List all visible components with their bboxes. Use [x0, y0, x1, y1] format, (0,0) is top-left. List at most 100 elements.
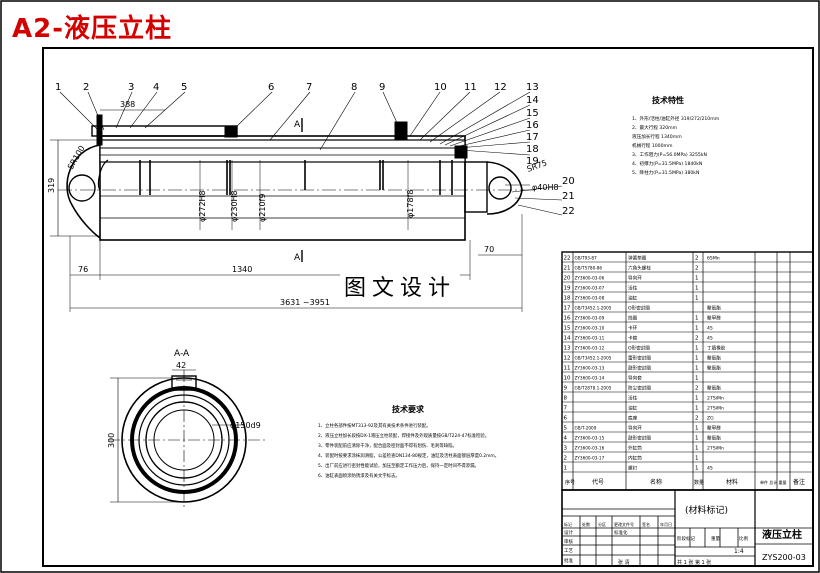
bom-cell: 10 — [564, 376, 571, 382]
bom-cell: 聚氨酯 — [707, 385, 721, 392]
dim-phi150: φ150d9 — [230, 421, 261, 430]
balloon-15: 15 — [526, 108, 539, 119]
bom-header-no: 序号 — [565, 479, 575, 486]
bom-cell: 油缸 — [628, 295, 638, 302]
bom-cell: O形密封圈 — [628, 305, 650, 312]
bom-header-name: 名称 — [650, 478, 662, 486]
bom-cell: 1 — [695, 356, 699, 362]
bom-cell: ZY3600-03-09 — [575, 316, 605, 321]
bom-cell: 27SiMn — [707, 406, 724, 412]
bom-cell: 聚甲醛 — [707, 315, 721, 322]
bom-cell: 1 — [695, 346, 699, 352]
tb-row-label: 处数 — [582, 521, 590, 527]
bom-cell: 3 — [564, 446, 568, 452]
dim-phi230: φ230H8 — [230, 190, 239, 222]
bom-cell: 1 — [695, 366, 699, 372]
tb-role: 批准 — [564, 557, 573, 564]
bom-header-code: 代号 — [592, 478, 604, 486]
bom-cell: GB/T2878.1-2005 — [575, 386, 612, 391]
bom-cell: 2 — [564, 456, 568, 462]
bom-cell: 1 — [695, 436, 699, 442]
bom-cell: 27SiMn — [707, 446, 724, 452]
weight-label: 重量 — [711, 535, 720, 542]
bom-cell: 6 — [564, 416, 568, 422]
tech-req-line: 5、出厂前应进行密封性能试验，加压至额定工作压力后，保持一定时间不得渗漏。 — [318, 462, 479, 469]
tb-role: 工艺 — [564, 548, 573, 554]
dim-1340: 1340 — [232, 265, 252, 274]
balloon-18: 18 — [526, 144, 539, 155]
balloon-11: 11 — [464, 82, 477, 93]
tb-role: 审核 — [564, 538, 573, 545]
balloon-17: 17 — [526, 132, 539, 143]
bom-cell: ZY3600-03-12 — [575, 346, 605, 351]
bom-cell: 13 — [564, 346, 571, 352]
balloon-1: 1 — [55, 82, 61, 93]
tech-req-line: 6、油缸表面喷涂防锈漆及有关文字标志。 — [318, 472, 400, 479]
dim-total: 3631 ~3951 — [280, 298, 330, 307]
bom-cell: 1 — [695, 276, 699, 282]
bom-cell: ZY3600-03-17 — [575, 456, 605, 461]
bom-cell: 21 — [564, 266, 571, 272]
dim-phi210: φ210f9 — [258, 194, 267, 222]
tb-row-label: 更改文件号 — [614, 521, 634, 527]
balloon-22: 22 — [562, 206, 575, 217]
balloon-21: 21 — [562, 191, 575, 202]
tb-row-label: 标记 — [564, 521, 572, 527]
balloon-9: 9 — [379, 82, 385, 93]
bom-cell: 导向套 — [628, 375, 642, 382]
bom-cell: GB/T3452.1-2005 — [575, 356, 612, 361]
bom-header-weight: 单件 总计 重量 — [760, 479, 787, 485]
bom-header-note: 备注 — [793, 478, 805, 486]
balloon-2: 2 — [83, 82, 89, 93]
dim-42: 42 — [176, 361, 186, 370]
balloon-7: 7 — [306, 82, 312, 93]
bom-cell: GB/T5780-86 — [575, 266, 603, 271]
tech-requirements: 技术要求 1、立柱各部件按MT313-92及其有关技术条件进行装配。 2、液压立… — [318, 404, 499, 479]
bom-cell: 聚氨酯 — [707, 365, 721, 372]
bom-cell: O形密封圈 — [628, 345, 650, 352]
drawing-title: A2-液压立柱 — [12, 14, 173, 44]
tb-role: 设计 — [564, 529, 573, 536]
balloon-16: 16 — [526, 120, 539, 131]
section-title: A-A — [174, 349, 190, 359]
bom-cell: 1 — [695, 466, 699, 472]
bom-cell: 1 — [695, 456, 699, 462]
bom-cell: 卡箍 — [628, 335, 638, 342]
bom-cell: 11 — [564, 366, 571, 372]
tech-specs-heading: 技术特性 — [652, 95, 684, 105]
balloon-19: 19 — [526, 156, 539, 167]
bom-cell: 防尘密封圈 — [628, 385, 651, 392]
bom-cell: ZY3600-03-07 — [575, 286, 605, 291]
dim-319: 319 — [47, 178, 56, 193]
dim-phi178: φ178f8 — [406, 190, 415, 218]
bom-cell: 1 — [695, 376, 699, 382]
bom-cell: 45 — [707, 326, 713, 332]
bom-cell: 活柱 — [628, 285, 638, 292]
bom-cell: 1 — [695, 406, 699, 412]
bom-cell: 1 — [695, 396, 699, 402]
bom-cell: 弹簧垫圈 — [628, 255, 647, 262]
bom-cell: ZY3600-03-13 — [575, 366, 605, 371]
bom-cell: 内缸筒 — [628, 455, 642, 462]
bom-header-qty: 数量 — [694, 479, 704, 486]
bom-cell: 12 — [564, 356, 571, 362]
bom-cell: 1 — [695, 296, 699, 302]
bom-cell: 17 — [564, 306, 571, 312]
tb-row-label: 年月日 — [660, 521, 672, 527]
tech-spec-line: 2、最大行程 320mm — [632, 124, 678, 131]
bom-cell: 2 — [695, 256, 699, 262]
bom-cell: GB/T3452.1-2005 — [575, 306, 612, 311]
sheet-label: 共 1 张 第 1 张 — [677, 559, 711, 566]
tech-req-line: 4、装配时按要求涂抹润滑脂，公差检查DN134-80规定，油缸及活柱表面镀层厚度… — [318, 452, 499, 459]
section-mark-top: A — [294, 120, 301, 130]
section-mark-bottom: A — [294, 253, 301, 263]
tech-req-line: 1、立柱各部件按MT313-92及其有关技术条件进行装配。 — [318, 422, 431, 429]
tech-spec-line: 1、外形/活柱/油缸外径 319/272/210mm — [632, 115, 720, 122]
bom-cell: 1 — [695, 286, 699, 292]
bom-cell: 聚氨酯 — [707, 435, 721, 442]
tech-req-heading: 技术要求 — [392, 404, 425, 414]
tech-req-line: 3、零件装配前应清除干净，配合面及密封面不得有划伤、毛刺等缺陷。 — [318, 442, 457, 449]
dim-phi40: φ40H8 — [532, 183, 559, 192]
bom-cell: 45 — [707, 466, 713, 472]
